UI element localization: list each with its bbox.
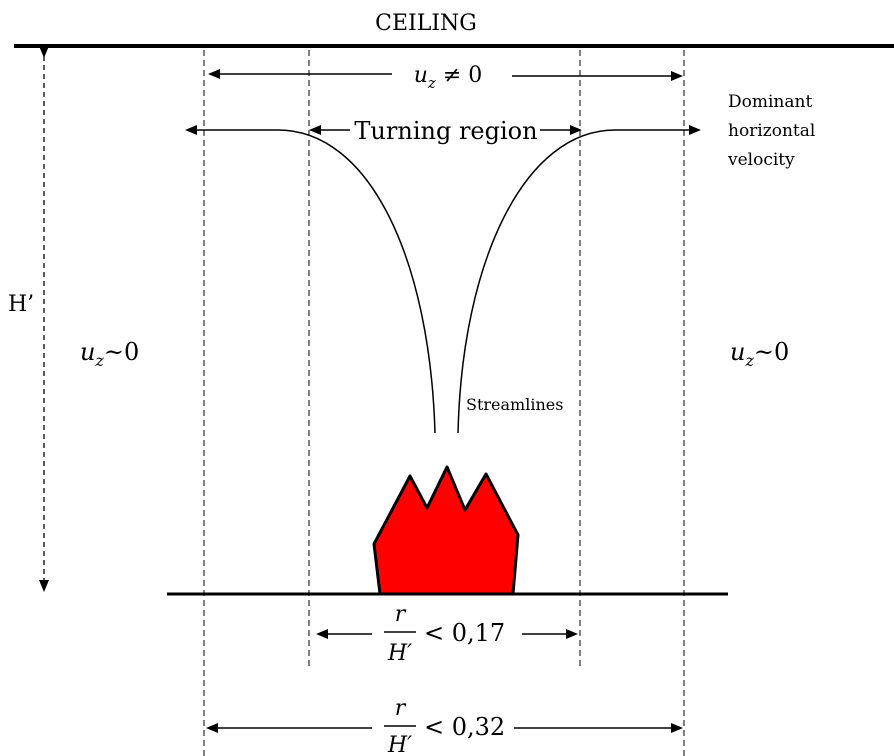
outer-ratio-denominator: H′ — [387, 733, 412, 756]
left-zero-velocity-label: uz~0 — [80, 338, 139, 370]
height-label: H’ — [8, 292, 34, 317]
right-streamline — [457, 129, 616, 434]
inner-ratio-numerator: r — [395, 602, 407, 627]
outer-ratio-numerator: r — [395, 696, 407, 721]
right-zero-velocity-label: uz~0 — [730, 338, 789, 370]
inner-ratio-denominator: H′ — [387, 641, 412, 666]
streamlines-label: Streamlines — [466, 395, 563, 414]
turning-region-label: Turning region — [354, 117, 537, 145]
fire-flame — [372, 465, 520, 596]
ceiling-label: CEILING — [375, 11, 477, 36]
left-streamline — [277, 129, 436, 434]
dominant-velocity-label: Dominant horizontal velocity — [727, 92, 821, 170]
outer-ratio-value: < 0,32 — [424, 713, 505, 741]
inner-ratio-value: < 0,17 — [424, 619, 505, 647]
nonzero-velocity-label: uz ≠ 0 — [414, 63, 483, 92]
